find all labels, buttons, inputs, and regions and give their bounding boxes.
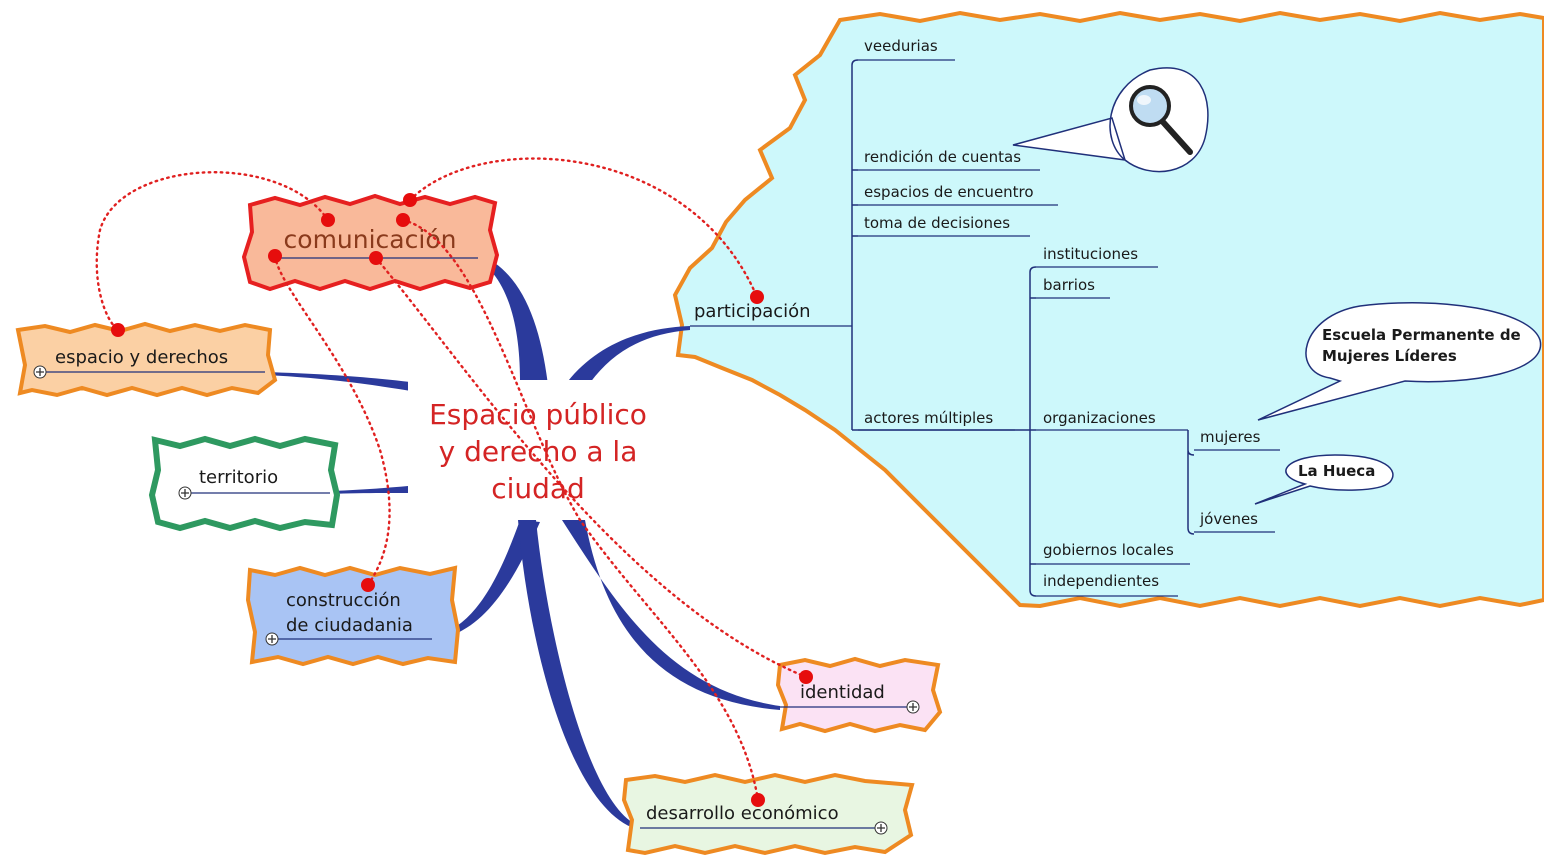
desarrollo-label: desarrollo económico <box>646 803 839 824</box>
relationship-comunicacion-desarrollo <box>401 218 760 802</box>
mujeres-label[interactable]: mujeres <box>1200 428 1261 446</box>
magnifier-icon <box>1129 85 1193 155</box>
topic-desarrollo[interactable]: desarrollo económico <box>640 803 881 829</box>
relationship-handle[interactable] <box>111 323 125 337</box>
branch-territorio <box>330 486 408 494</box>
branch-identidad <box>562 520 780 710</box>
territorio-label: territorio <box>199 467 278 488</box>
organizaciones-label[interactable]: organizaciones <box>1043 409 1156 427</box>
participacion-label: participación <box>694 301 811 322</box>
escuela-callout-line1: Escuela Permanente de <box>1322 326 1521 344</box>
instituciones-label[interactable]: instituciones <box>1043 245 1138 263</box>
relationship-handle[interactable] <box>751 793 765 807</box>
relationship-comunicacion-participacion <box>408 157 759 299</box>
identidad-shape <box>775 656 943 734</box>
topic-territorio[interactable]: territorio <box>185 467 330 494</box>
relationship-handle[interactable] <box>321 213 335 227</box>
comunicacion-shape <box>241 193 500 292</box>
central-topic-line1: Espacio público <box>429 398 647 431</box>
topic-participacion[interactable]: participación <box>690 301 852 327</box>
organizaciones-connector <box>1187 430 1195 535</box>
hueca-callout-bubble <box>1254 454 1394 505</box>
topic-espacio-derechos[interactable]: espacio y derechos <box>40 347 265 373</box>
branch-construccion <box>430 520 540 641</box>
desarrollo-shape <box>621 772 915 856</box>
construccion-shape <box>245 565 461 667</box>
espacio-derechos-expand-icon[interactable] <box>33 365 47 379</box>
actores-label[interactable]: actores múltiples <box>864 409 993 427</box>
relationship-handle[interactable] <box>799 670 813 684</box>
escuela-callout-line2: Mujeres Líderes <box>1322 347 1457 365</box>
territorio-expand-icon[interactable] <box>178 486 192 500</box>
magnifier-callout <box>1012 67 1209 173</box>
relationship-handle[interactable] <box>361 578 375 592</box>
toma-label[interactable]: toma de decisiones <box>864 214 1010 232</box>
relationship-comunicacion-espacio <box>95 171 330 332</box>
hueca-callout-text: La Hueca <box>1298 462 1375 480</box>
actores-connector <box>1029 266 1037 597</box>
relationship-handle[interactable] <box>396 213 410 227</box>
espacio-derechos-label: espacio y derechos <box>55 347 228 368</box>
independientes-label[interactable]: independientes <box>1043 572 1159 590</box>
espacios-label[interactable]: espacios de encuentro <box>864 183 1034 201</box>
central-topic-line3: ciudad <box>491 472 585 505</box>
jovenes-label[interactable]: jóvenes <box>1199 510 1258 528</box>
branch-espacio-derechos <box>265 372 418 392</box>
relationship-handle[interactable] <box>268 249 282 263</box>
desarrollo-expand-icon[interactable] <box>874 821 888 835</box>
construccion-label-line1: construcción <box>286 590 401 611</box>
topic-identidad[interactable]: identidad <box>780 682 913 708</box>
veedurias-label[interactable]: veedurias <box>864 37 938 55</box>
identidad-expand-icon[interactable] <box>906 700 920 714</box>
barrios-label[interactable]: barrios <box>1043 276 1095 294</box>
branch-participacion <box>565 326 690 390</box>
escuela-callout-bubble <box>1257 302 1542 421</box>
central-topic-box <box>408 380 666 520</box>
identidad-label: identidad <box>800 682 885 703</box>
territorio-shape <box>148 435 341 532</box>
branch-comunicacion <box>470 254 548 385</box>
rendicion-label[interactable]: rendición de cuentas <box>864 148 1021 166</box>
construccion-expand-icon[interactable] <box>265 632 279 646</box>
relationship-handle[interactable] <box>403 193 417 207</box>
construccion-label-line2: de ciudadania <box>286 615 413 636</box>
topic-construccion[interactable]: construcción de ciudadania <box>272 590 432 640</box>
relationship-handle[interactable] <box>369 251 383 265</box>
comunicacion-label: comunicación <box>284 225 457 254</box>
central-topic-line2: y derecho a la <box>439 435 638 468</box>
central-topic[interactable]: Espacio público y derecho a la ciudad <box>429 398 647 505</box>
gobiernos-label[interactable]: gobiernos locales <box>1043 541 1174 559</box>
branch-desarrollo <box>518 520 640 830</box>
relationship-comunicacion-construccion <box>273 254 391 587</box>
relationship-comunicacion-identidad <box>374 256 808 679</box>
participacion-connector <box>851 59 1030 431</box>
relationship-handle[interactable] <box>750 290 764 304</box>
